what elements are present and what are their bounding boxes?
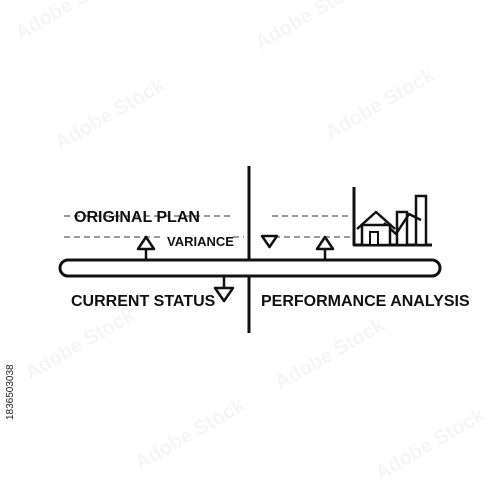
arrow-down-icon	[213, 276, 235, 303]
watermark-text: Adobe Stock	[132, 394, 250, 475]
house-icon	[356, 210, 396, 247]
arrow-up-icon	[315, 235, 335, 260]
watermark-text: Adobe Stock	[252, 0, 370, 54]
arrow-up-icon	[136, 235, 156, 260]
performance-analysis-label: PERFORMANCE ANALYSIS	[261, 293, 470, 310]
original-plan-label: ORIGINAL PLAN	[74, 209, 200, 226]
current-status-label: CURRENT STATUS	[71, 293, 216, 310]
variance-label: VARIANCE	[167, 234, 234, 249]
bar-line-chart-icon	[352, 187, 432, 247]
watermark-text: Adobe Stock	[52, 74, 170, 155]
watermark-text: Adobe Stock	[322, 64, 440, 145]
watermark-text: Adobe Stock	[22, 304, 140, 385]
watermark-text: Adobe Stock	[372, 404, 490, 485]
horizontal-timeline-bar	[58, 258, 442, 278]
stock-id-text: 1836503038	[5, 364, 16, 420]
watermark-text: Adobe Stock	[272, 314, 390, 395]
watermark-text: Adobe Stock	[12, 0, 130, 44]
arrow-down-icon	[260, 234, 279, 249]
